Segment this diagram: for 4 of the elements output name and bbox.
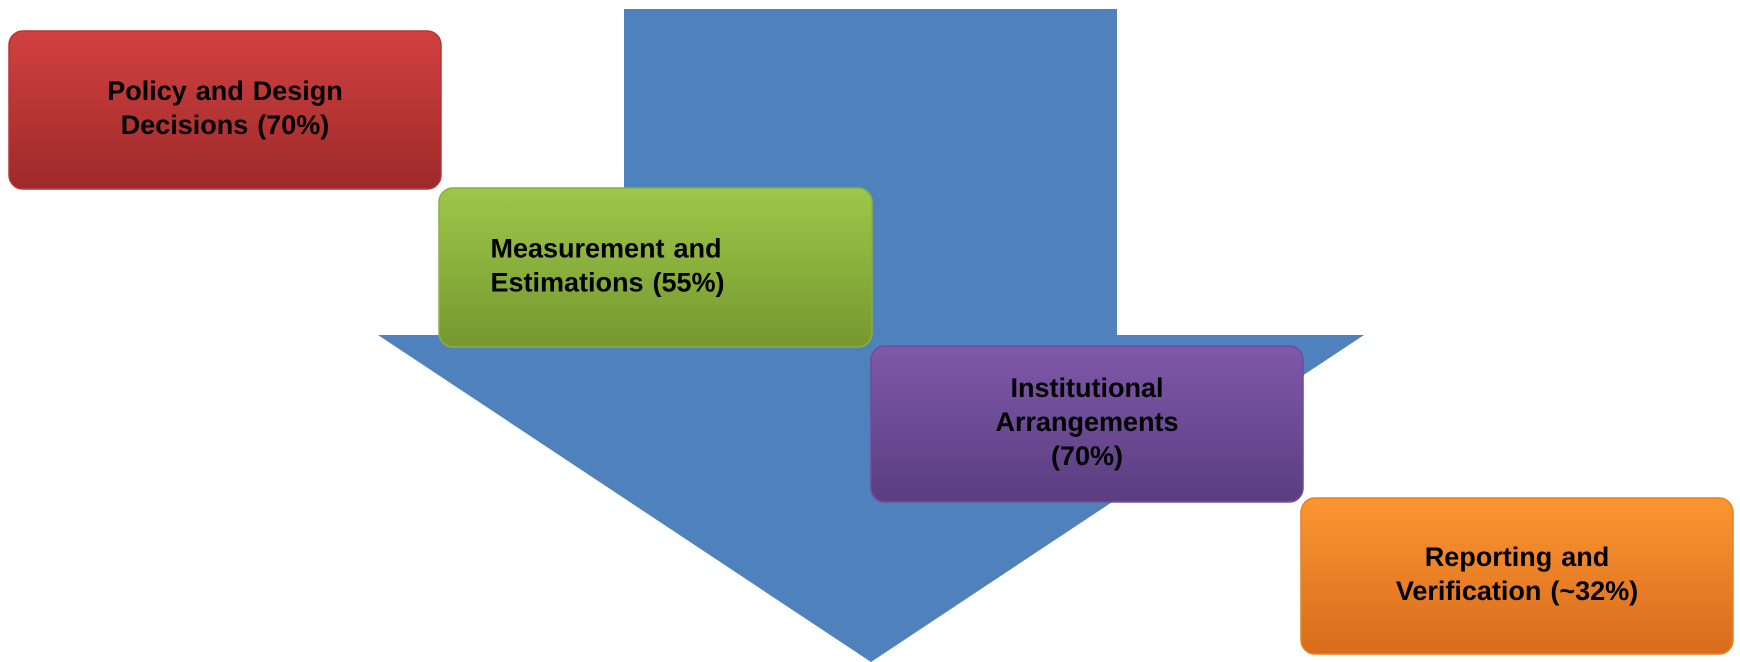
process-box: Reporting and Verification (~32%) [1300,497,1734,655]
process-box: Institutional Arrangements (70%) [870,345,1304,503]
process-box: Policy and Design Decisions (70%) [8,30,442,190]
process-box: Measurement and Estimations (55%) [438,187,873,348]
